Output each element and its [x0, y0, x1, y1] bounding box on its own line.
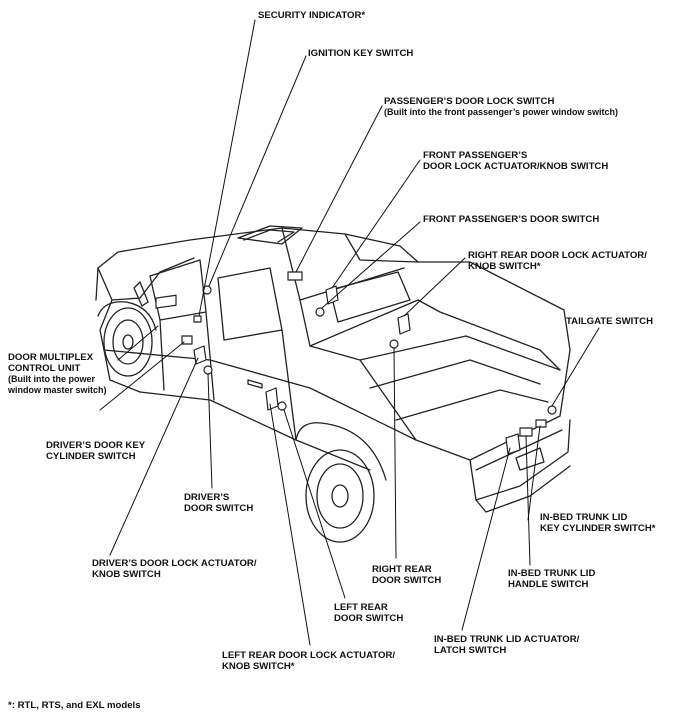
inbed-key-cylinder-shape — [535, 419, 547, 428]
label-right-rear-actuator: RIGHT REAR DOOR LOCK ACTUATOR/ KNOB SWIT… — [468, 250, 647, 272]
tailgate-switch-shape — [547, 405, 557, 415]
right-rear-actuator-shape — [397, 313, 411, 335]
inbed-actuator-shape — [505, 433, 521, 455]
driver-door-switch-shape — [203, 365, 213, 375]
label-inbed-handle-switch: IN-BED TRUNK LID HANDLE SWITCH — [508, 568, 596, 590]
label-front-passenger-actuator: FRONT PASSENGER’S DOOR LOCK ACTUATOR/KNO… — [423, 150, 609, 172]
left-rear-door-switch-shape — [277, 401, 287, 411]
label-inbed-actuator: IN-BED TRUNK LID ACTUATOR/ LATCH SWITCH — [434, 634, 580, 656]
label-driver-door-switch: DRIVER’S DOOR SWITCH — [184, 492, 254, 514]
label-security-indicator: SECURITY INDICATOR* — [258, 10, 366, 21]
ignition-switch-shape — [202, 285, 212, 295]
truck-body — [95, 225, 571, 543]
driver-actuator-shape — [193, 345, 207, 365]
front-passenger-door-switch-shape — [315, 307, 325, 317]
leader-lines — [99, 19, 600, 646]
door-multiplex-unit-shape — [155, 294, 177, 309]
label-left-rear-door-switch: LEFT REAR DOOR SWITCH — [334, 602, 404, 624]
label-front-passenger-door-switch: FRONT PASSENGER’S DOOR SWITCH — [423, 214, 600, 225]
label-driver-key-cylinder: DRIVER’S DOOR KEY CYLINDER SWITCH — [46, 440, 146, 462]
label-driver-actuator: DRIVER’S DOOR LOCK ACTUATOR/ KNOB SWITCH — [92, 558, 257, 580]
label-left-rear-actuator: LEFT REAR DOOR LOCK ACTUATOR/ KNOB SWITC… — [222, 650, 396, 672]
label-ignition-key-switch: IGNITION KEY SWITCH — [308, 48, 414, 59]
right-rear-door-switch-shape — [389, 339, 399, 349]
label-tailgate-switch: TAILGATE SWITCH — [566, 316, 654, 327]
label-inbed-key-cylinder: IN-BED TRUNK LID KEY CYLINDER SWITCH* — [540, 512, 656, 534]
label-right-rear-door-switch: RIGHT REAR DOOR SWITCH — [372, 564, 442, 586]
security-indicator-shape — [193, 315, 202, 323]
inbed-handle-switch-shape — [519, 427, 533, 437]
left-rear-actuator-shape — [265, 387, 279, 411]
driver-key-cylinder-shape — [181, 335, 193, 345]
components — [155, 271, 557, 455]
passenger-lock-switch-shape — [287, 271, 303, 281]
footnote: *: RTL, RTS, and EXL models — [8, 700, 141, 711]
label-door-multiplex-unit: DOOR MULTIPLEX CONTROL UNIT (Built into … — [8, 352, 107, 395]
label-passenger-door-lock-switch: PASSENGER’S DOOR LOCK SWITCH (Built into… — [384, 96, 619, 117]
